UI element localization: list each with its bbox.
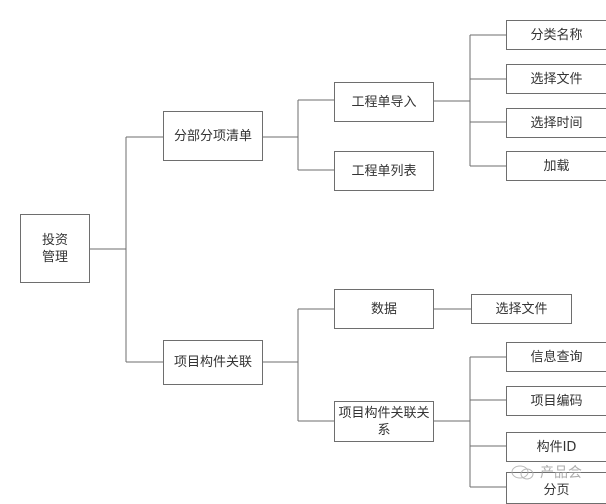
node-list: 工程单列表	[334, 151, 434, 191]
wechat-icon	[511, 465, 534, 480]
node-relation: 项目构件关联关系	[334, 401, 434, 442]
node-import: 工程单导入	[334, 82, 434, 122]
node-root: 投资 管理	[20, 214, 90, 283]
node-root-line1: 投资	[41, 232, 68, 248]
leaf-select-file: 选择文件	[506, 64, 606, 94]
node-root-line2: 管理	[41, 249, 68, 265]
node-data: 数据	[334, 289, 434, 329]
leaf-component-id: 构件ID	[506, 432, 606, 462]
leaf-data-select-file: 选择文件	[471, 294, 572, 324]
leaf-load: 加载	[506, 151, 606, 181]
watermark-text: 产品会	[540, 465, 582, 481]
watermark: 产品会	[510, 462, 582, 482]
leaf-info-query: 信息查询	[506, 342, 606, 372]
node-fenbu: 分部分项清单	[163, 111, 263, 161]
leaf-category-name: 分类名称	[506, 20, 606, 50]
node-project-link: 项目构件关联	[163, 340, 263, 385]
leaf-project-code: 项目编码	[506, 386, 606, 416]
leaf-select-time: 选择时间	[506, 108, 606, 138]
